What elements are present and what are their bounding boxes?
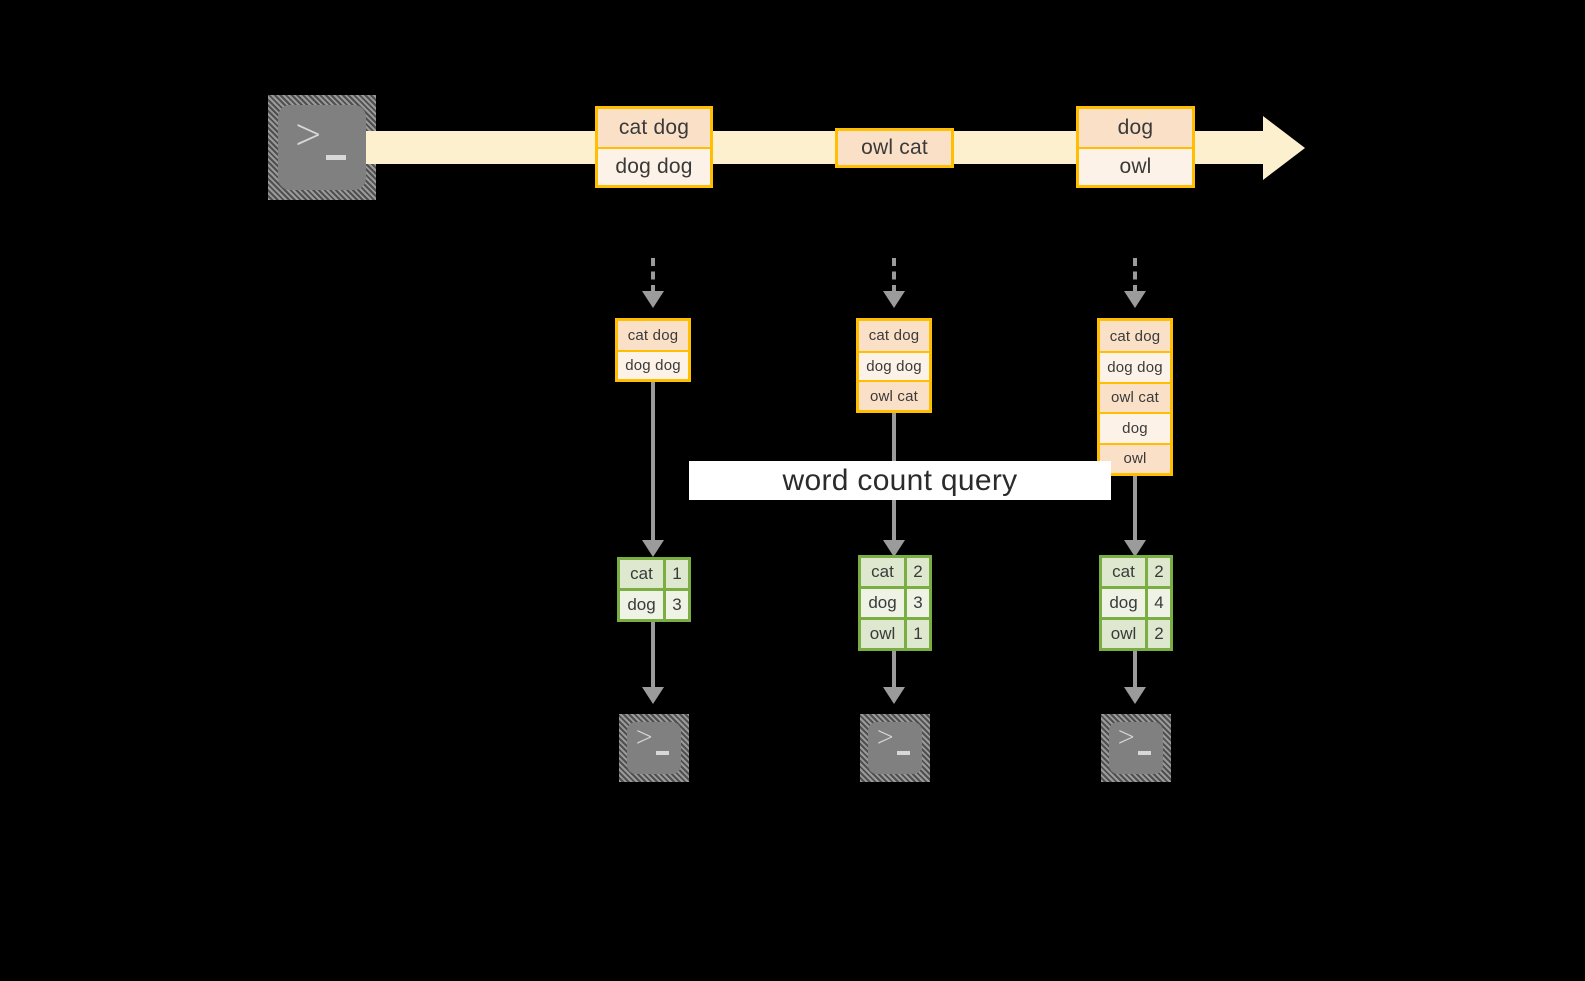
stream-event-group-3: dog owl [1076,106,1195,188]
result-word: cat [620,560,666,588]
result-table-3: cat 2 dog 4 owl 2 [1099,555,1173,651]
snapshot-table-3: cat dog dog dog owl cat dog owl [1097,318,1173,476]
snapshot-feed-arrowhead-icon-2 [883,291,905,308]
sink-terminal-icon-1: > [619,714,689,782]
result-row: dog 3 [620,588,688,619]
sink-arrowhead-icon-1 [642,687,664,704]
result-row: cat 2 [861,558,929,586]
result-row: owl 1 [861,617,929,648]
result-row: dog 3 [861,586,929,617]
query-line-1 [651,382,655,542]
result-row: owl 2 [1102,617,1170,648]
stream-event: dog dog [598,147,710,185]
result-row: cat 1 [620,560,688,588]
snapshot-feed-arrowhead-icon-3 [1124,291,1146,308]
result-word: dog [861,589,907,617]
result-word: dog [620,591,666,619]
query-banner-label: word count query [782,463,1018,497]
result-row: cat 2 [1102,558,1170,586]
result-count: 3 [907,589,929,617]
prompt-cursor-icon [326,155,346,160]
prompt-chevron-icon: > [876,721,895,753]
snapshot-table-1: cat dog dog dog [615,318,691,382]
sink-arrowhead-icon-3 [1124,687,1146,704]
query-arrowhead-icon-1 [642,540,664,557]
result-word: cat [861,558,907,586]
stream-event-group-2: owl cat [835,128,954,168]
sink-line-2 [892,651,896,689]
snapshot-row: dog dog [859,350,929,381]
snapshot-row: cat dog [1100,321,1170,352]
snapshot-row: dog [1100,412,1170,443]
result-word: cat [1102,558,1148,586]
query-line-3 [1133,476,1137,542]
snapshot-row: dog dog [618,350,688,379]
result-count: 2 [1148,558,1170,586]
result-count: 3 [666,591,688,619]
prompt-chevron-icon: > [635,721,654,753]
snapshot-table-2: cat dog dog dog owl cat [856,318,932,413]
query-banner: word count query [689,461,1111,500]
snapshot-row: owl [1100,442,1170,473]
result-word: owl [861,620,907,648]
sink-arrowhead-icon-2 [883,687,905,704]
result-word: owl [1102,620,1148,648]
snapshot-feed-line-3 [1133,258,1137,293]
prompt-cursor-icon [1138,751,1151,755]
prompt-chevron-icon: > [294,109,323,159]
snapshot-row: owl cat [859,380,929,410]
terminal-screen: > [1109,722,1163,774]
stream-event-group-1: cat dog dog dog [595,106,713,188]
prompt-chevron-icon: > [1117,721,1136,753]
result-word: dog [1102,589,1148,617]
sink-terminal-icon-3: > [1101,714,1171,782]
result-table-2: cat 2 dog 3 owl 1 [858,555,932,651]
query-arrowhead-icon-2 [883,540,905,557]
result-count: 1 [907,620,929,648]
result-count: 4 [1148,589,1170,617]
prompt-cursor-icon [897,751,910,755]
result-row: dog 4 [1102,586,1170,617]
snapshot-row: owl cat [1100,381,1170,413]
snapshot-row: cat dog [618,321,688,350]
terminal-screen: > [278,105,366,190]
result-table-1: cat 1 dog 3 [617,557,691,622]
snapshot-feed-arrowhead-icon-1 [642,291,664,308]
stream-event: dog [1079,109,1192,147]
sink-line-1 [651,622,655,689]
stream-event: owl [1079,147,1192,185]
query-arrowhead-icon-3 [1124,540,1146,557]
source-terminal-icon: > [268,95,376,200]
stream-event: cat dog [598,109,710,147]
snapshot-feed-line-2 [892,258,896,293]
snapshot-feed-line-1 [651,258,655,293]
sink-line-3 [1133,651,1137,689]
stream-event: owl cat [838,131,951,165]
sink-terminal-icon-2: > [860,714,930,782]
snapshot-row: dog dog [1100,351,1170,382]
snapshot-row: cat dog [859,321,929,351]
result-count: 1 [666,560,688,588]
terminal-screen: > [868,722,922,774]
result-count: 2 [907,558,929,586]
prompt-cursor-icon [656,751,669,755]
terminal-screen: > [627,722,681,774]
stream-arrowhead-icon [1263,116,1305,180]
result-count: 2 [1148,620,1170,648]
